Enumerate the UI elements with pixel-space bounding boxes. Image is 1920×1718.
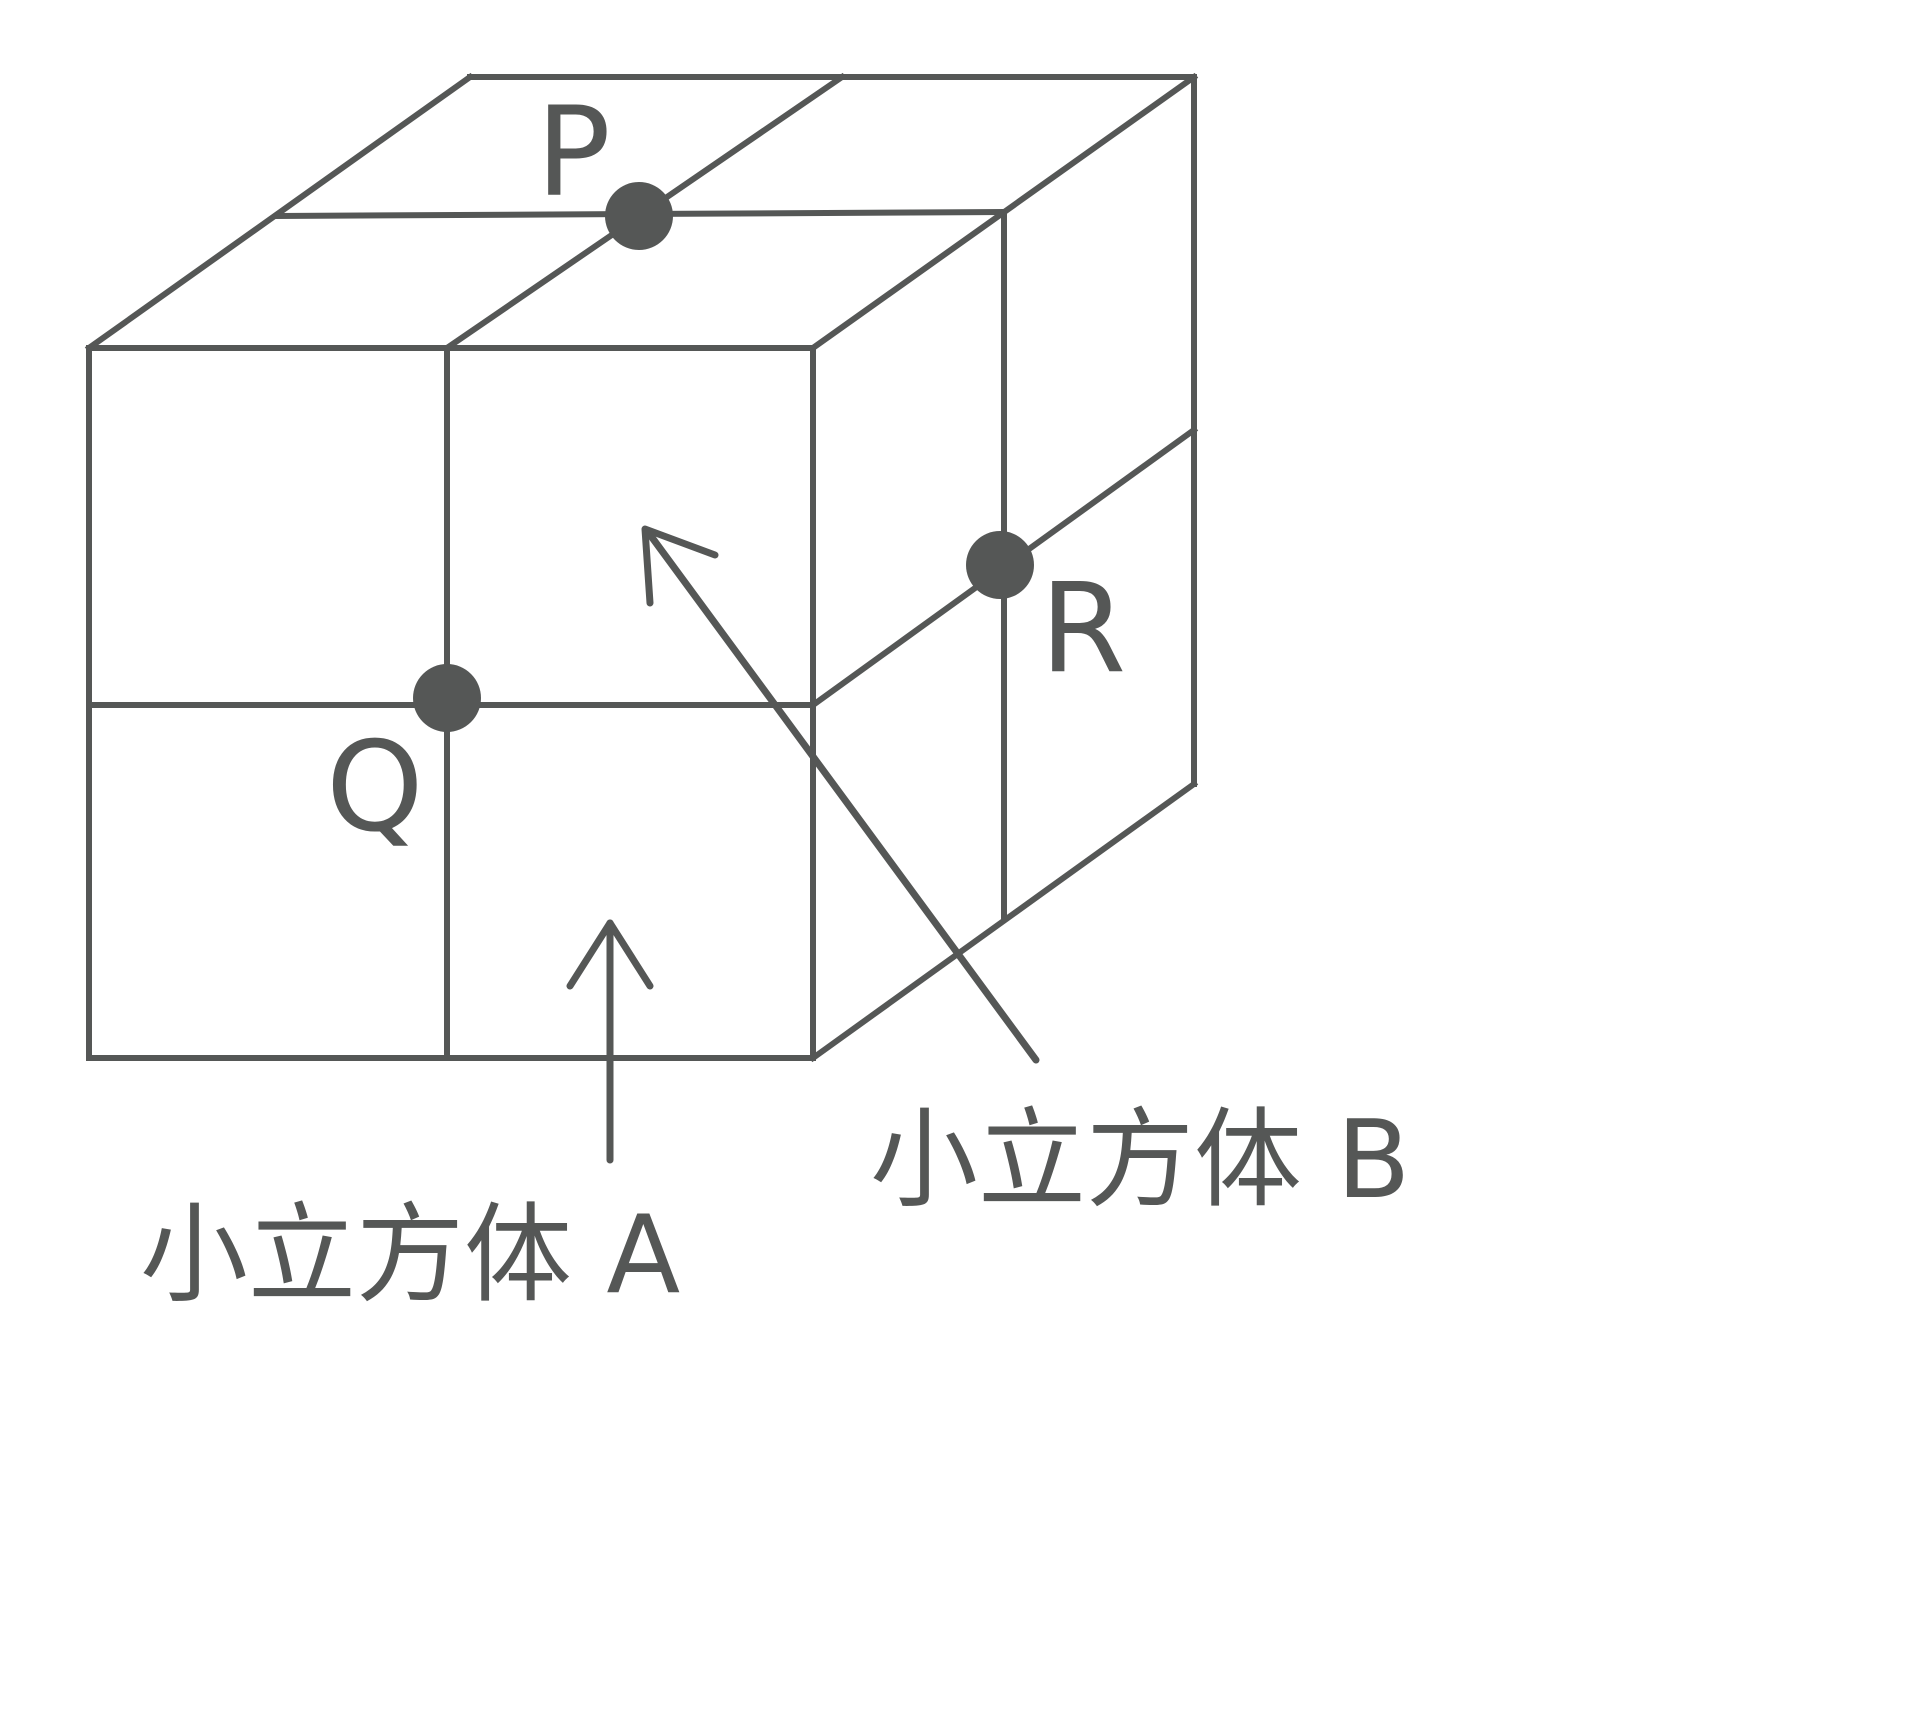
point-r-dot <box>966 531 1034 599</box>
arrow-cube-b <box>641 525 1040 1064</box>
point-q-dot <box>413 664 481 732</box>
captions: 小立方体 A 小立方体 B <box>140 1098 1410 1318</box>
arrow-head-icon <box>641 525 719 607</box>
arrow-shaft <box>644 528 1040 1064</box>
caption-cube-b: 小立方体 B <box>870 1098 1410 1223</box>
points <box>413 182 1034 732</box>
arrow-cube-a <box>566 919 654 1164</box>
point-r-label: R <box>1040 557 1126 701</box>
point-labels: P Q R <box>326 81 1126 860</box>
caption-cube-a: 小立方体 A <box>140 1193 680 1318</box>
arrows <box>566 525 1040 1164</box>
point-p-dot <box>605 182 673 250</box>
cube-edge <box>84 72 475 353</box>
arrow-head-icon <box>566 919 654 990</box>
point-q-label: Q <box>326 716 424 860</box>
point-p-label: P <box>536 81 611 225</box>
